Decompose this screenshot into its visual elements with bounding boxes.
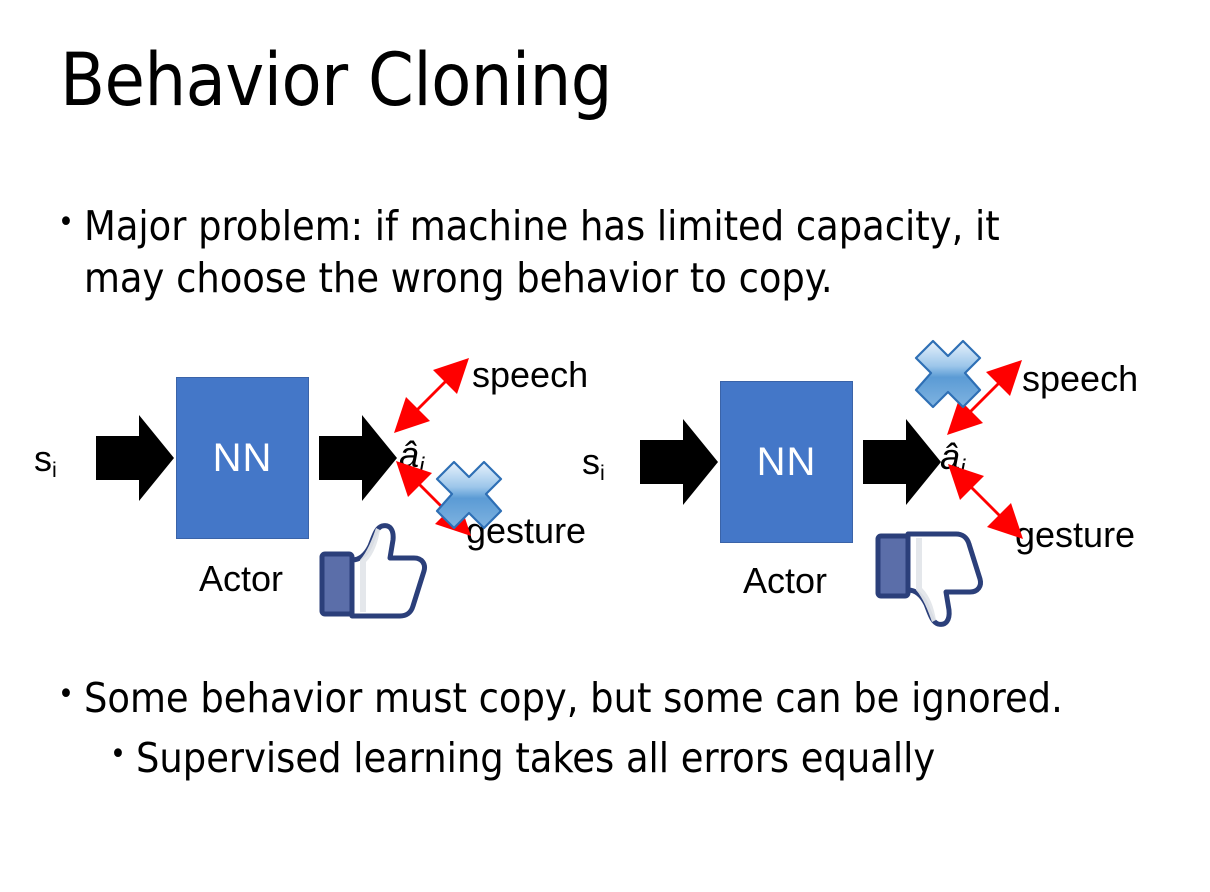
arrow-nn-to-output-left [319, 415, 397, 501]
red-double-arrow-speech-left [394, 358, 469, 433]
input-state-label-left: si [34, 438, 57, 483]
bullet-marker-icon: • [110, 737, 126, 772]
diagram-graphics-left [96, 358, 503, 619]
diagram-graphics-right [640, 339, 1023, 627]
bullet-some-behavior-text: Some behavior must copy, but some can be… [84, 674, 1063, 722]
arrow-nn-to-output-right [863, 419, 941, 505]
bullet-line-2: may choose the wrong behavior to copy. [84, 254, 833, 303]
thumbs-down-icon [875, 531, 983, 627]
bullet-supervised-learning: • Supervised learning takes all errors e… [110, 732, 1160, 784]
bullet-marker-icon: • [58, 677, 74, 712]
bullet-some-behavior: • Some behavior must copy, but some can … [58, 672, 1168, 724]
branch-label-speech-right: speech [1022, 358, 1139, 399]
input-state-label-right: si [582, 441, 605, 486]
bullet-supervised-learning-text: Supervised learning takes all errors equ… [136, 734, 936, 782]
arrow-input-to-nn-left [96, 415, 174, 501]
diagram-panel-left: si NN Actor âi speech gesture [14, 336, 614, 636]
nn-box-label-left: NN [212, 435, 273, 480]
red-double-arrow-gesture-right [948, 464, 1023, 539]
bullet-marker-icon: • [58, 205, 74, 240]
nn-box-right: NN [720, 381, 853, 543]
branch-label-speech-left: speech [472, 354, 589, 395]
actor-caption-right: Actor [743, 560, 828, 601]
bullet-major-problem: • Major problem: if machine has limited … [58, 200, 1128, 305]
nn-box-label-right: NN [756, 439, 817, 484]
nn-box-left: NN [176, 377, 309, 539]
actor-caption-left: Actor [199, 558, 284, 599]
thumbs-up-icon [319, 523, 427, 619]
red-double-arrow-speech-right [947, 360, 1022, 435]
blue-cross-speech-right [914, 339, 982, 409]
blue-cross-gesture-left [435, 460, 503, 530]
bullet-line-1: Major problem: if machine has limited ca… [84, 202, 1000, 250]
branch-label-gesture-right: gesture [1015, 514, 1136, 555]
arrow-input-to-nn-right [640, 419, 718, 505]
diagram-panel-right: si NN Actor âi speech gesture [560, 336, 1160, 636]
page-title: Behavior Cloning [60, 38, 612, 123]
